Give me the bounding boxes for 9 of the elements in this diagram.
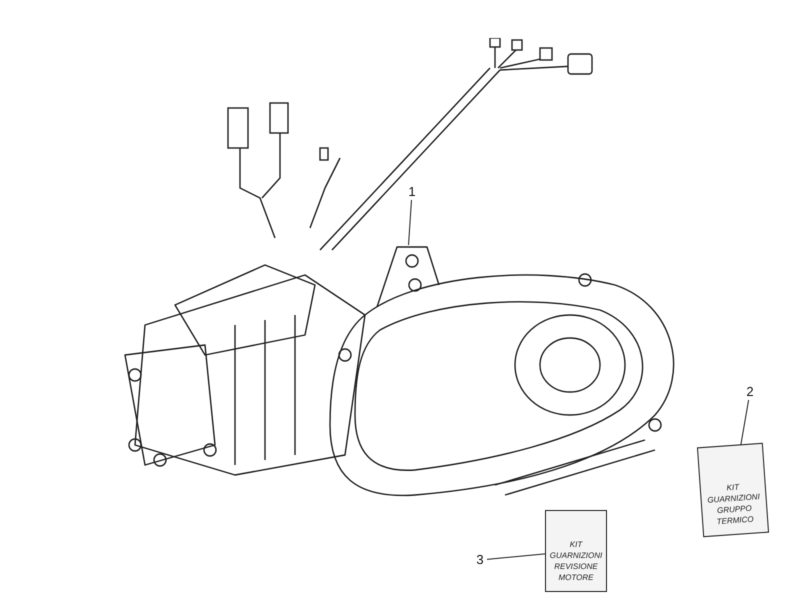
- leader-line: [408, 200, 412, 246]
- callout-number: 1: [405, 184, 419, 200]
- leader-line: [740, 400, 750, 446]
- callout-number: 3: [473, 552, 487, 568]
- leader-line: [486, 553, 546, 560]
- callout-number: 2: [743, 384, 757, 400]
- bag-label: KIT GUARNIZIONI GRUPPO TERMICO: [706, 482, 762, 528]
- gasket-kit-bag: [545, 510, 607, 592]
- bag-label: KIT GUARNIZIONI REVISIONE MOTORE: [548, 539, 604, 583]
